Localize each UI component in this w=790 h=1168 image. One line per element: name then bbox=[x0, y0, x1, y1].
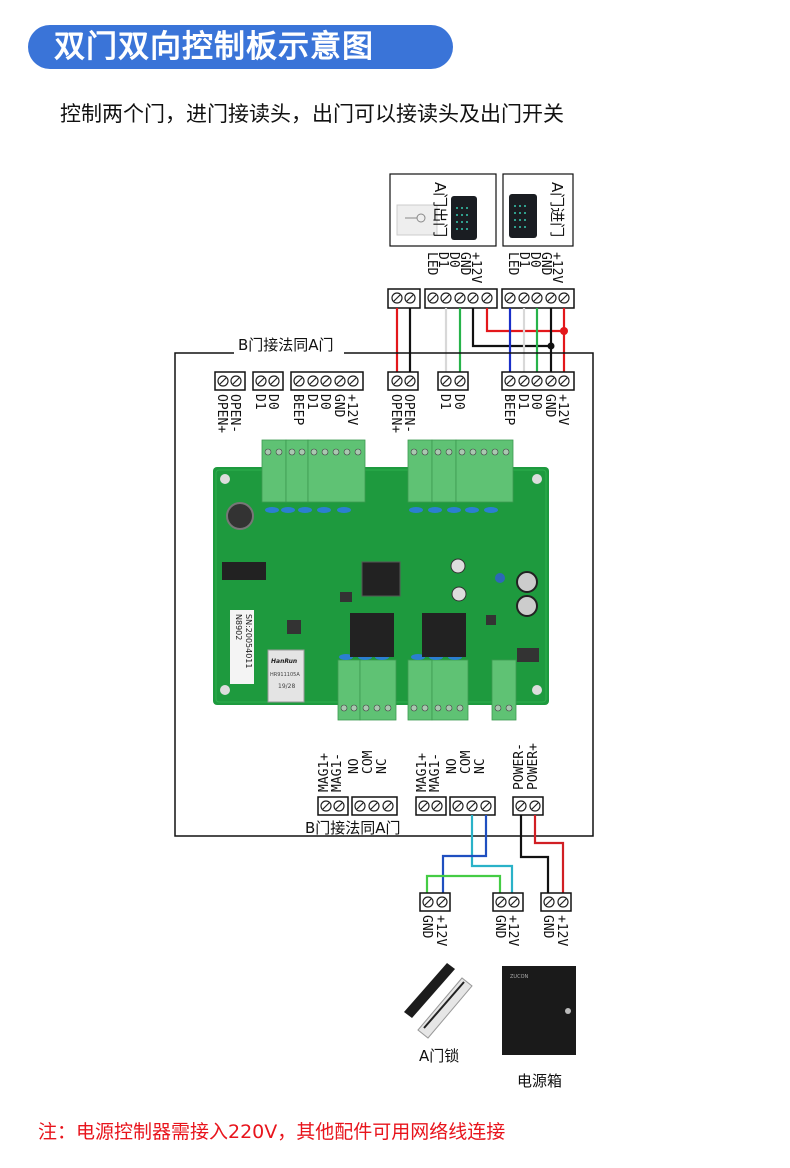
svg-text:D1: D1 bbox=[435, 252, 450, 268]
jack-date: 19/28 bbox=[278, 683, 295, 690]
controller-pcb: N8902 SN:20054011 HanRun HR911105A 19/28 bbox=[213, 439, 549, 721]
lock-label: A门锁 bbox=[419, 1047, 459, 1065]
svg-text:+12V: +12V bbox=[554, 915, 569, 946]
svg-text:POWER+: POWER+ bbox=[526, 743, 541, 790]
svg-text:OPEN-: OPEN- bbox=[401, 394, 416, 433]
svg-text:D0: D0 bbox=[451, 394, 466, 410]
svg-text:GND: GND bbox=[492, 915, 507, 939]
title-banner bbox=[28, 25, 453, 69]
svg-text:LED: LED bbox=[424, 252, 439, 276]
entry-reader-terminal bbox=[501, 288, 575, 309]
lower-wires bbox=[425, 815, 565, 894]
board-top-terminals bbox=[214, 371, 575, 391]
power-box-brand: ZUCON bbox=[510, 974, 529, 980]
svg-text:GND: GND bbox=[538, 252, 553, 276]
rj45-jack bbox=[267, 649, 305, 703]
svg-text:D1: D1 bbox=[516, 252, 531, 268]
svg-text:+12V: +12V bbox=[468, 252, 483, 283]
svg-text:D0: D0 bbox=[265, 394, 280, 410]
entry-device-panel: A门进门 bbox=[502, 173, 574, 247]
entry-reader-pin-labels: LED D1 D0 GND +12V bbox=[505, 252, 564, 283]
svg-text:COM: COM bbox=[361, 750, 376, 774]
svg-text:D0: D0 bbox=[527, 252, 542, 268]
upper-wires bbox=[395, 308, 568, 372]
svg-text:+12V: +12V bbox=[555, 394, 570, 425]
magnetic-lock-image bbox=[404, 963, 473, 1039]
svg-text:GND: GND bbox=[419, 915, 434, 939]
exit-device-label: A门出门 bbox=[431, 182, 449, 237]
svg-text:+12V: +12V bbox=[344, 394, 359, 425]
page-subtitle: 控制两个门，进门接读头，出门可以接读头及出门开关 bbox=[60, 102, 564, 126]
svg-text:LED: LED bbox=[505, 252, 520, 276]
svg-text:NC: NC bbox=[473, 758, 488, 774]
svg-text:D1: D1 bbox=[252, 394, 267, 410]
lower-terminals bbox=[419, 892, 572, 912]
svg-text:NO: NO bbox=[347, 758, 362, 774]
page-title: 双门双向控制板示意图 bbox=[54, 29, 374, 65]
coin-battery bbox=[226, 502, 254, 530]
jack-part: HR911105A bbox=[270, 672, 300, 678]
svg-text:GND: GND bbox=[331, 394, 346, 418]
svg-text:NC: NC bbox=[375, 758, 390, 774]
exit-button-terminal bbox=[387, 288, 421, 309]
svg-text:MAG1-: MAG1- bbox=[428, 753, 443, 792]
svg-text:D0: D0 bbox=[317, 394, 332, 410]
svg-text:GND: GND bbox=[542, 394, 557, 418]
lock-key-icon bbox=[565, 1008, 571, 1014]
svg-text:OPEN+: OPEN+ bbox=[214, 394, 229, 433]
board-model: N8902 bbox=[234, 614, 243, 640]
controller-frame bbox=[174, 352, 594, 837]
exit-reader-image bbox=[451, 196, 477, 240]
board-bottom-terminals bbox=[317, 796, 544, 816]
svg-text:MAG1+: MAG1+ bbox=[415, 753, 430, 792]
b-door-note-top: B门接法同A门 bbox=[238, 336, 334, 354]
svg-text:GND: GND bbox=[457, 252, 472, 276]
svg-text:D1: D1 bbox=[515, 394, 530, 410]
svg-text:MAG1+: MAG1+ bbox=[317, 753, 332, 792]
pin-header bbox=[222, 562, 266, 580]
b-door-note-bottom: B门接法同A门 bbox=[305, 819, 401, 837]
entry-reader-image bbox=[509, 194, 537, 238]
svg-text:POWER-: POWER- bbox=[512, 743, 527, 790]
exit-device-panel: A门出门 bbox=[389, 173, 497, 247]
svg-text:+12V: +12V bbox=[433, 915, 448, 946]
board-serial: SN:20054011 bbox=[244, 614, 253, 668]
svg-text:D1: D1 bbox=[304, 394, 319, 410]
svg-text:MAG1-: MAG1- bbox=[330, 753, 345, 792]
exit-reader-pin-labels: LED D1 D0 GND +12V bbox=[424, 252, 483, 283]
power-box-label: 电源箱 bbox=[517, 1072, 562, 1090]
lower-terminal-labels: GND +12V GND +12V GND +12V bbox=[419, 915, 569, 946]
svg-text:OPEN-: OPEN- bbox=[227, 394, 242, 433]
relay-a bbox=[422, 613, 466, 657]
mcu-chip bbox=[361, 561, 401, 597]
jack-brand: HanRun bbox=[271, 658, 297, 665]
power-box-image: ZUCON bbox=[502, 966, 576, 1055]
svg-text:NO: NO bbox=[445, 758, 460, 774]
svg-text:D0: D0 bbox=[446, 252, 461, 268]
svg-text:BEEP: BEEP bbox=[290, 394, 305, 425]
svg-text:GND: GND bbox=[540, 915, 555, 939]
exit-reader-terminal bbox=[424, 288, 498, 309]
footer-note: 注：电源控制器需接入220V，其他配件可用网络线连接 bbox=[38, 1121, 506, 1143]
svg-text:OPEN+: OPEN+ bbox=[388, 394, 403, 433]
svg-text:+12V: +12V bbox=[549, 252, 564, 283]
svg-text:+12V: +12V bbox=[505, 915, 520, 946]
svg-text:D0: D0 bbox=[528, 394, 543, 410]
serial-label bbox=[230, 610, 254, 684]
board-bottom-labels: MAG1+ MAG1- NO COM NC MAG1+ MAG1- NO COM… bbox=[317, 743, 541, 792]
svg-text:D1: D1 bbox=[437, 394, 452, 410]
svg-text:BEEP: BEEP bbox=[501, 394, 516, 425]
svg-text:COM: COM bbox=[459, 750, 474, 774]
board-top-labels: OPEN+ OPEN- D1 D0 BEEP D1 D0 GND +12V OP… bbox=[214, 394, 570, 433]
relay-b bbox=[350, 613, 394, 657]
entry-device-label: A门进门 bbox=[548, 182, 566, 237]
